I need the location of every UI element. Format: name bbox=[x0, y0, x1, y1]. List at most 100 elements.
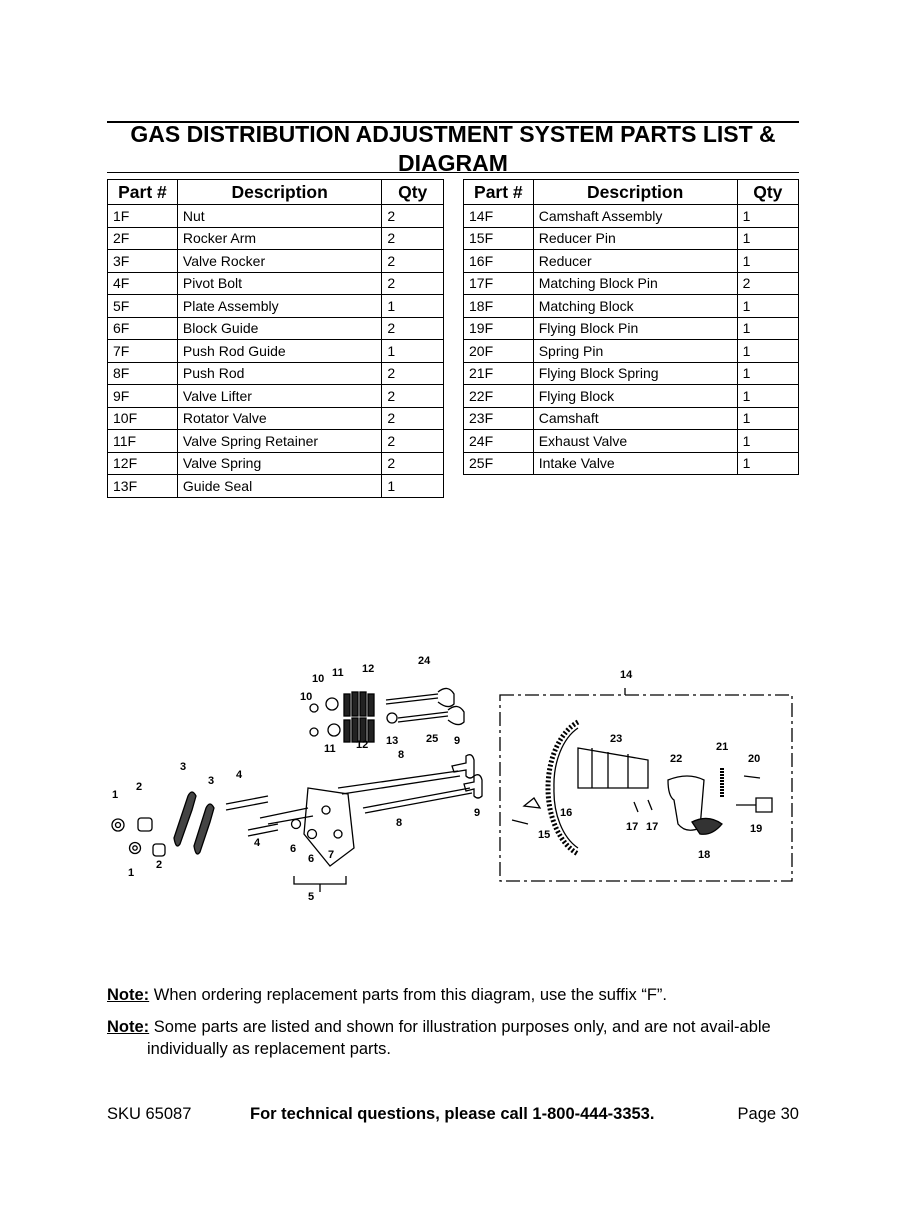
cell-part: 13F bbox=[107, 474, 178, 498]
callout-22: 22 bbox=[670, 753, 682, 765]
cell-description: Pivot Bolt bbox=[176, 271, 383, 295]
cell-qty: 1 bbox=[736, 294, 800, 318]
cell-qty: 2 bbox=[381, 204, 444, 228]
push-rod-drawing bbox=[341, 775, 461, 795]
cell-description: Valve Lifter bbox=[176, 384, 383, 408]
cell-description: Matching Block bbox=[532, 294, 738, 318]
cell-part: 25F bbox=[463, 451, 534, 475]
callout-11: 11 bbox=[332, 667, 344, 679]
cell-part: 20F bbox=[463, 339, 534, 363]
cell-qty: 2 bbox=[736, 271, 800, 295]
reducer-drawing bbox=[522, 797, 542, 809]
cell-qty: 1 bbox=[736, 249, 800, 273]
callout-1: 1 bbox=[128, 867, 134, 879]
cell-description: Push Rod Guide bbox=[176, 339, 383, 363]
matching-block-drawing bbox=[691, 817, 723, 835]
callout-3: 3 bbox=[180, 761, 186, 773]
callout-12: 12 bbox=[356, 739, 368, 751]
rotator-valve-drawing bbox=[309, 703, 319, 713]
header-part: Part # bbox=[107, 179, 178, 205]
exploded-parts-diagram: 1 1 2 2 3 3 4 4 5 6 6 7 8 8 9 9 10 10 11… bbox=[111, 655, 793, 903]
cell-description: Exhaust Valve bbox=[532, 429, 738, 453]
cell-qty: 2 bbox=[381, 249, 444, 273]
cell-qty: 1 bbox=[736, 429, 800, 453]
callout-17: 17 bbox=[626, 821, 638, 833]
flying-block-pin-drawing bbox=[736, 797, 773, 813]
reducer-pin-drawing bbox=[511, 819, 529, 825]
callout-6: 6 bbox=[290, 843, 296, 855]
cell-part: 7F bbox=[107, 339, 178, 363]
flying-block-drawing bbox=[667, 775, 705, 831]
callout-12: 12 bbox=[362, 663, 374, 675]
page-title: GAS DISTRIBUTION ADJUSTMENT SYSTEM PARTS… bbox=[130, 121, 776, 176]
cell-part: 15F bbox=[463, 226, 534, 250]
cell-description: Nut bbox=[176, 204, 383, 228]
push-rod-drawing bbox=[364, 792, 473, 814]
cell-description: Matching Block Pin bbox=[532, 271, 738, 295]
callout-2: 2 bbox=[136, 781, 142, 793]
cell-qty: 1 bbox=[736, 451, 800, 475]
cell-part: 1F bbox=[107, 204, 178, 228]
cell-qty: 1 bbox=[381, 294, 444, 318]
callout-19: 19 bbox=[750, 823, 762, 835]
spring-pin-drawing bbox=[743, 775, 761, 779]
table-header-row: Part # Description Qty bbox=[107, 179, 444, 205]
callout-2: 2 bbox=[156, 859, 162, 871]
callout-14: 14 bbox=[620, 669, 633, 681]
note-text: Some parts are listed and shown for illu… bbox=[147, 1018, 771, 1058]
note-illustration: Note: Some parts are listed and shown fo… bbox=[107, 1016, 815, 1060]
cell-part: 14F bbox=[463, 204, 534, 228]
header-part: Part # bbox=[463, 179, 534, 205]
cell-qty: 1 bbox=[736, 339, 800, 363]
cell-part: 10F bbox=[107, 406, 178, 430]
callout-13: 13 bbox=[386, 735, 398, 747]
callout-7: 7 bbox=[328, 849, 334, 861]
valve-spring-retainer-drawing bbox=[327, 723, 341, 737]
pivot-bolt-drawing bbox=[225, 795, 269, 811]
cell-qty: 1 bbox=[381, 339, 444, 363]
camshaft-assembly-box bbox=[499, 694, 793, 882]
cell-description: Flying Block Pin bbox=[532, 316, 738, 340]
cell-description: Valve Rocker bbox=[176, 249, 383, 273]
cell-description: Plate Assembly bbox=[176, 294, 383, 318]
cell-part: 9F bbox=[107, 384, 178, 408]
cell-part: 23F bbox=[463, 406, 534, 430]
cell-description: Rotator Valve bbox=[176, 406, 383, 430]
exhaust-valve-drawing bbox=[385, 687, 455, 708]
callout-11: 11 bbox=[324, 743, 336, 755]
block-guide-drawing bbox=[290, 818, 302, 830]
cell-part: 21F bbox=[463, 361, 534, 385]
rocker-arm-drawing bbox=[137, 817, 153, 832]
guide-seal-drawing bbox=[386, 712, 398, 724]
callout-17: 17 bbox=[646, 821, 658, 833]
cell-qty: 2 bbox=[381, 271, 444, 295]
callout-16: 16 bbox=[560, 807, 572, 819]
callout-8: 8 bbox=[396, 817, 402, 829]
callout-9: 9 bbox=[474, 807, 480, 819]
cell-qty: 1 bbox=[736, 384, 800, 408]
callout-4: 4 bbox=[236, 769, 243, 781]
callout-3: 3 bbox=[208, 775, 214, 787]
callout-23: 23 bbox=[610, 733, 622, 745]
camshaft-drawing bbox=[577, 747, 649, 789]
